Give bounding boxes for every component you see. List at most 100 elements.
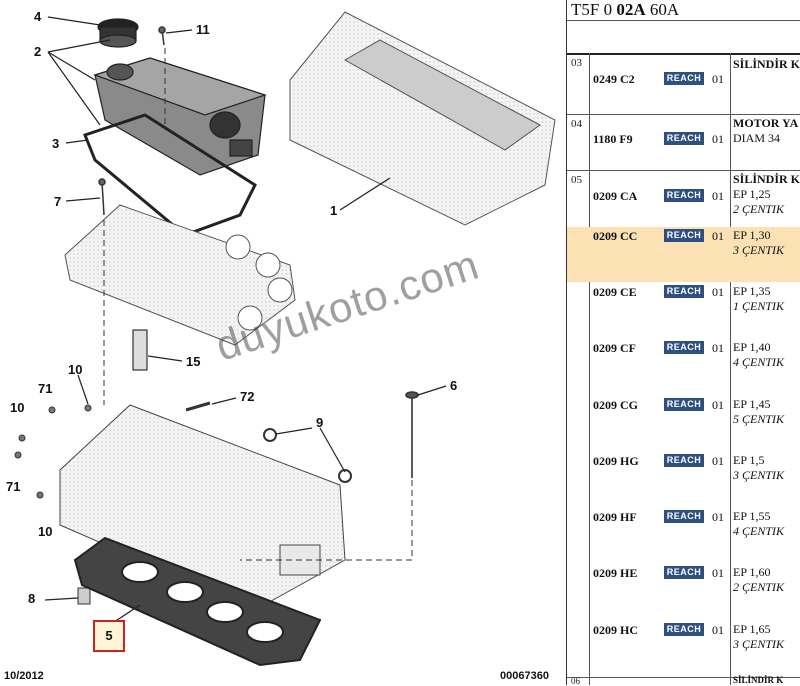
callout-4: 4: [34, 9, 42, 24]
part-code[interactable]: 0209 CA: [593, 189, 638, 203]
part-code[interactable]: 0209 CE: [593, 285, 637, 299]
part-code[interactable]: 0209 HC: [593, 623, 638, 637]
reach-badge: REACH: [664, 510, 704, 523]
camshaft-carrier-part: [64, 204, 296, 346]
part-code[interactable]: 0209 HE: [593, 566, 638, 580]
callout-8: 8: [28, 591, 36, 606]
dowel-part: [77, 587, 91, 605]
callout-15: 15: [186, 354, 201, 369]
quantity: 01: [712, 72, 724, 86]
quantity: 01: [712, 454, 724, 468]
quantity: 01: [712, 566, 724, 580]
callout-10c: 10: [38, 524, 53, 539]
panel-title: T5F 0 02A 60A: [571, 0, 679, 20]
callout-2: 2: [34, 44, 42, 59]
callout-72: 72: [240, 389, 255, 404]
quantity: 01: [712, 229, 724, 243]
reach-badge: REACH: [664, 72, 704, 85]
part-code[interactable]: 1180 F9: [593, 132, 633, 146]
seal-9a-part: [263, 428, 277, 442]
part-code[interactable]: 0209 CC: [593, 229, 638, 243]
diagram-date: 10/2012: [4, 670, 44, 682]
group-number: 04: [571, 118, 582, 130]
callout-71a: 71: [38, 381, 53, 396]
bolt-7-part: [98, 178, 106, 216]
diagram-reference: 00067360: [500, 670, 549, 682]
callout-10b: 10: [10, 400, 25, 415]
part-code[interactable]: 0249 C2: [593, 72, 635, 86]
reach-badge: REACH: [664, 566, 704, 579]
title-prefix: T5F 0: [571, 0, 617, 19]
alignment-lines: [103, 48, 413, 561]
exploded-diagram: 4 2 11 3 7 1 15 10 71 72 6 10 9 71 10 8 …: [4, 9, 556, 682]
callout-11: 11: [196, 22, 210, 37]
head-bolt-part: [405, 391, 419, 478]
engine-parts-illustration: [14, 11, 556, 667]
quantity: 01: [712, 341, 724, 355]
callout-71b: 71: [6, 479, 21, 494]
reach-badge: REACH: [664, 623, 704, 636]
callout-3: 3: [52, 136, 60, 151]
quantity: 01: [712, 189, 724, 203]
group-number: 06: [571, 676, 580, 686]
quantity: 01: [712, 623, 724, 637]
reach-badge: REACH: [664, 132, 704, 145]
callout-6: 6: [450, 378, 458, 393]
part-code[interactable]: 0209 HG: [593, 454, 639, 468]
callout-9: 9: [316, 415, 324, 430]
valve-cover-part: [93, 57, 267, 176]
part-code[interactable]: 0209 CF: [593, 341, 636, 355]
part-row[interactable]: 03 0249 C2 REACH 01 SİLİNDİR K: [567, 53, 800, 114]
callout-10a: 10: [68, 362, 83, 377]
callout-7: 7: [54, 194, 62, 209]
callout-5[interactable]: 5: [93, 620, 125, 652]
parts-list-panel: T5F 0 02A 60A 03 0249 C2 REACH 01 SİLİND…: [566, 0, 800, 686]
reach-badge: REACH: [664, 398, 704, 411]
part-code[interactable]: 0209 CG: [593, 398, 638, 412]
reach-badge: REACH: [664, 454, 704, 467]
head-gasket-part: [73, 536, 322, 667]
part-code[interactable]: 0209 HF: [593, 510, 637, 524]
callout-1: 1: [330, 203, 338, 218]
seal-9b-part: [338, 469, 352, 483]
quantity: 01: [712, 132, 724, 146]
quantity: 01: [712, 510, 724, 524]
group-number: 03: [571, 57, 582, 69]
group-number: 05: [571, 174, 582, 186]
reach-badge: REACH: [664, 341, 704, 354]
tappet-part: [132, 329, 148, 371]
pin-72-part: [185, 401, 211, 412]
cover-gasket-part: [83, 113, 257, 237]
bolt-11-part: [158, 26, 166, 46]
part-description: SİLİNDİR K: [733, 675, 784, 685]
quantity: 01: [712, 398, 724, 412]
leader-lines: [44, 16, 447, 623]
title-suffix: 60A: [645, 0, 680, 19]
part-description: SİLİNDİR K: [733, 57, 800, 71]
quantity: 01: [712, 285, 724, 299]
reach-badge: REACH: [664, 229, 704, 242]
reach-badge: REACH: [664, 285, 704, 298]
assembled-cylinder-head-part: [289, 11, 556, 226]
title-bold: 02A: [616, 0, 646, 19]
